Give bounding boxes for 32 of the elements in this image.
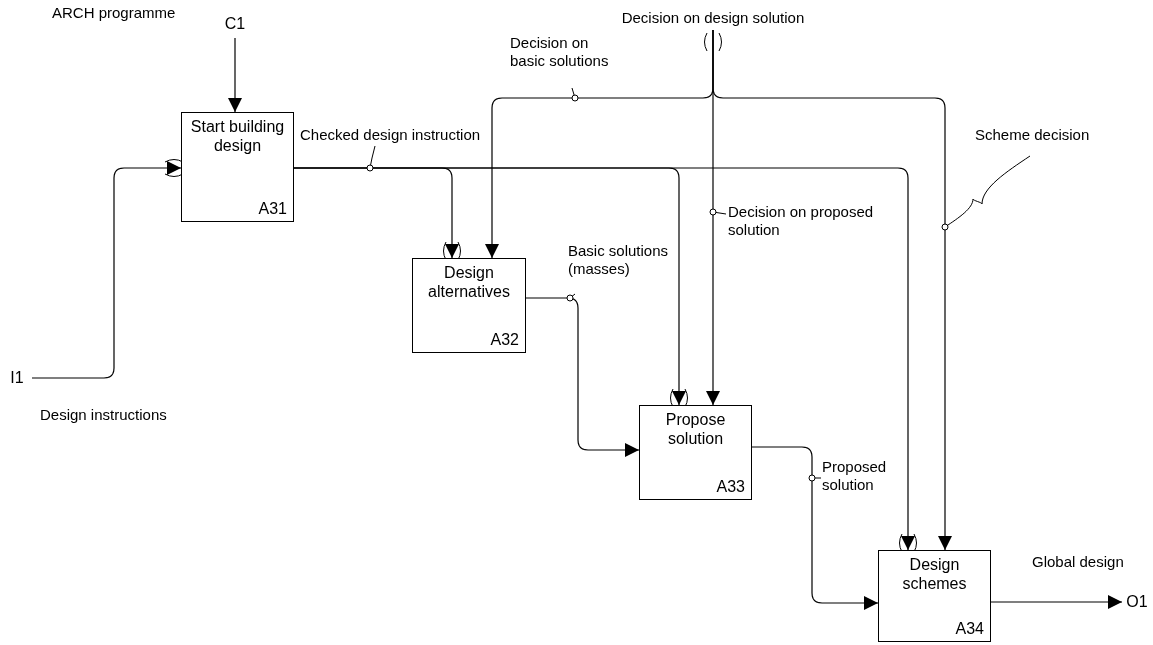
activity-number: A34 <box>955 620 984 638</box>
arrow-label: Decision on proposed solution <box>728 203 875 239</box>
boundary-code: Decision on design solution <box>604 6 822 30</box>
arrow-label: Decision on basic solutions <box>510 34 610 70</box>
activity-name: Start building design <box>189 117 286 155</box>
activity-number: A31 <box>258 200 287 218</box>
boundary-code: C1 <box>221 12 249 38</box>
arrow <box>751 446 879 610</box>
activity-box <box>639 405 752 500</box>
activity-number: A32 <box>490 331 519 349</box>
arrow <box>228 37 242 113</box>
arrow-label: Scheme decision <box>975 126 1091 144</box>
activity-number: A33 <box>716 478 745 496</box>
arrow <box>990 595 1123 609</box>
arrow-label: Basic solutions (masses) <box>568 242 670 278</box>
activity-name: Design alternatives <box>427 263 511 301</box>
arrow-label: Design instructions <box>40 406 168 424</box>
activity-box <box>412 258 526 353</box>
arrow-label: ARCH programme <box>52 4 177 22</box>
activity-name: Design schemes <box>901 555 968 593</box>
arrow <box>712 29 952 551</box>
arrow-label: Proposed solution <box>822 458 888 494</box>
arrow-label: Global design <box>1032 553 1125 571</box>
arrow <box>293 167 915 551</box>
activity-box <box>878 550 991 642</box>
boundary-code: O1 <box>1122 590 1152 614</box>
arrow <box>525 297 640 457</box>
boundary-code: I1 <box>2 366 32 390</box>
activity-box <box>181 112 294 222</box>
activity-name: Propose solution <box>664 410 727 448</box>
arrow <box>31 161 182 379</box>
arrow-label: Checked design instruction <box>300 126 482 144</box>
